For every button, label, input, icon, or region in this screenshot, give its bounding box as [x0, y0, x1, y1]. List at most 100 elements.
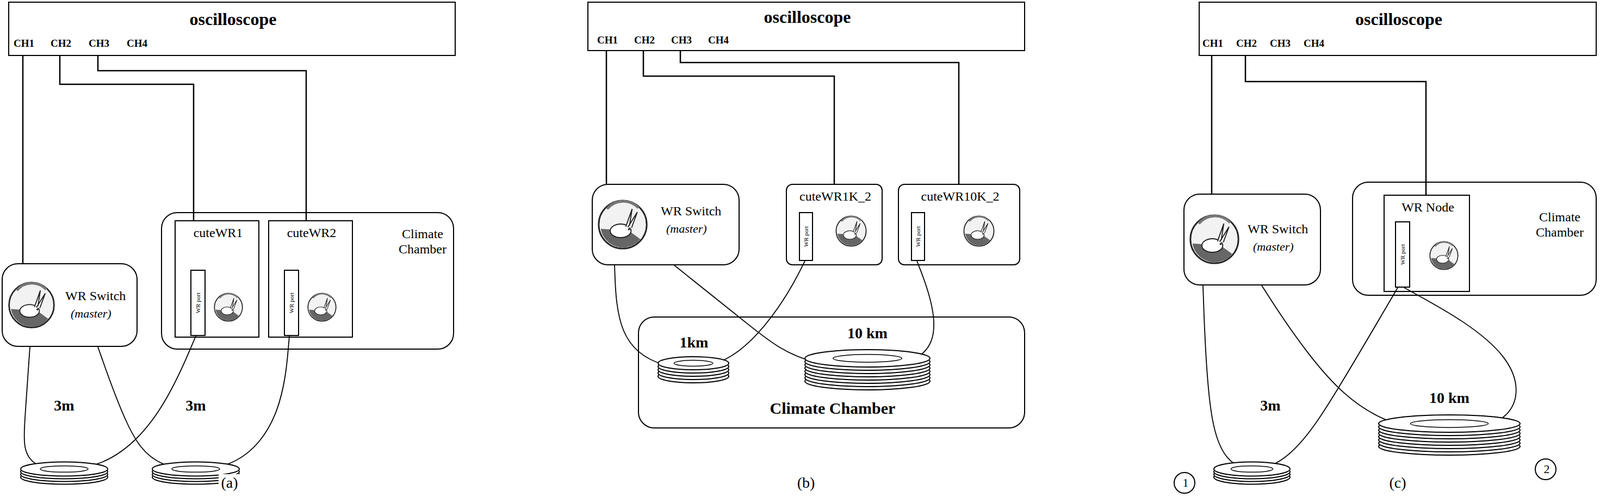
climate-chamber: WR port WR NodeClimate Chamber	[1352, 181, 1597, 296]
node-text: CH3	[88, 37, 110, 50]
wr-node-box: WR port cuteWR10K_2	[897, 183, 1021, 266]
spool-coil	[1213, 462, 1291, 477]
spool-coil	[804, 349, 930, 368]
oscilloscope-box: oscilloscopeCH1 CH2 CH3 CH4	[587, 1, 1026, 52]
probe-cable	[1211, 56, 1213, 194]
probe-cable	[680, 51, 959, 184]
length-label: 3m	[183, 397, 208, 415]
panel-caption: (a)	[218, 474, 240, 492]
node-text: cuteWR10K_2	[921, 189, 1000, 205]
node-text: CH1	[1202, 37, 1224, 50]
wr-node-box: WR port WR Node	[1383, 194, 1471, 293]
node-text: cuteWR2	[287, 225, 337, 241]
node-text: WR port	[914, 226, 922, 247]
node-text: cuteWR1K_2	[799, 189, 872, 205]
node-text: CH2	[50, 37, 72, 50]
spool-coil	[20, 462, 108, 477]
wr-switch-box: WR Switch(master)	[591, 183, 740, 266]
wr-node-box: WR port cuteWR2	[268, 220, 353, 338]
fiber-link	[1261, 285, 1517, 432]
fiber-spool	[1378, 414, 1521, 456]
node-text: (master)	[666, 221, 708, 236]
panel-caption: (b)	[795, 474, 818, 492]
wr-switch-box: WR Switch(master)	[1183, 193, 1322, 286]
node-text: WR port	[802, 226, 810, 247]
spool-coil	[658, 356, 729, 370]
fiber-link	[1202, 285, 1398, 470]
probe-cable	[605, 51, 608, 184]
node-text: Climate Chamber	[394, 226, 451, 257]
callout-circle: 2	[1534, 458, 1557, 481]
node-text: CH2	[634, 34, 655, 47]
fiber-spool	[658, 356, 729, 383]
fiber-link	[614, 261, 805, 369]
fiber-link	[23, 336, 196, 470]
node-text: 1	[1182, 475, 1189, 491]
node-text: CH4	[1303, 37, 1325, 50]
node-text: WR port	[1399, 244, 1407, 265]
wr-port: WR port	[910, 212, 926, 262]
fiber-spool	[804, 349, 930, 390]
probe-cable	[1245, 56, 1426, 195]
wr-port: WR port	[1394, 221, 1411, 288]
spool-hub	[673, 360, 713, 367]
node-text: CH3	[671, 34, 692, 47]
wr-port: WR port	[798, 212, 814, 262]
wr-port: WR port	[283, 269, 300, 337]
node-text: CH1	[597, 34, 618, 47]
panel-caption: (c)	[1386, 474, 1409, 492]
node-text: CH1	[13, 37, 35, 50]
probe-cable	[97, 56, 307, 221]
node-text: oscilloscope	[189, 9, 277, 30]
wr-node-box: WR port cuteWR1	[174, 220, 260, 338]
node-text: oscilloscope	[1355, 9, 1443, 30]
oscilloscope-box: oscilloscopeCH1 CH2 CH3 CH4	[1198, 1, 1597, 57]
node-text: WR Switch	[660, 203, 722, 220]
probe-cable	[643, 51, 835, 184]
fiber-spool	[1213, 462, 1291, 485]
node-text: CH4	[708, 34, 729, 47]
node-text: WR Node	[1401, 200, 1455, 216]
climate-chamber: Climate Chamber	[637, 316, 1026, 429]
fiber-link	[674, 261, 934, 368]
climate-chamber: WR port cuteWR1 WR port cuteWR2 Climate Cham…	[160, 212, 455, 350]
wr-switch-box: WR Switch(master)	[1, 263, 138, 347]
length-label: 3m	[51, 397, 77, 415]
node-text: CH3	[1269, 37, 1291, 50]
spool-hub	[833, 354, 903, 363]
node-text: WR Switch	[65, 288, 126, 305]
node-text: WR port	[194, 292, 202, 314]
probe-cable	[22, 56, 24, 264]
spool-hub	[1231, 466, 1274, 473]
node-text: (master)	[70, 306, 112, 321]
node-text: CH2	[1236, 37, 1257, 50]
node-text: CH4	[126, 37, 148, 50]
callout-circle: 1	[1173, 472, 1196, 494]
wr-port: WR port	[190, 269, 206, 337]
fiber-link	[97, 336, 290, 470]
wr-logo	[9, 200, 1459, 328]
fiber-spools	[20, 349, 1521, 485]
length-label: 3m	[1257, 397, 1283, 415]
node-text: oscilloscope	[764, 7, 852, 28]
length-label: 1km	[677, 333, 711, 352]
spool-hub	[171, 466, 220, 473]
spool-coil	[1378, 414, 1521, 433]
probe-cable	[59, 56, 194, 221]
oscilloscope-box: oscilloscopeCH1 CH2 CH3 CH4	[8, 1, 456, 57]
length-label: 10 km	[1427, 389, 1472, 407]
node-text: Climate Chamber	[1531, 209, 1589, 240]
fiber-spool	[20, 462, 108, 485]
node-text: WR port	[288, 292, 296, 314]
node-text: Climate Chamber	[770, 399, 896, 419]
node-text: 2	[1543, 462, 1550, 477]
wr-node-box: WR port cuteWR1K_2	[785, 183, 883, 266]
spool-hub	[1410, 419, 1489, 428]
spool-hub	[40, 466, 89, 473]
node-text: WR Switch	[1247, 221, 1308, 238]
node-text: cuteWR1	[193, 225, 244, 241]
node-text: (master)	[1253, 239, 1294, 254]
length-label: 10 km	[845, 324, 890, 343]
